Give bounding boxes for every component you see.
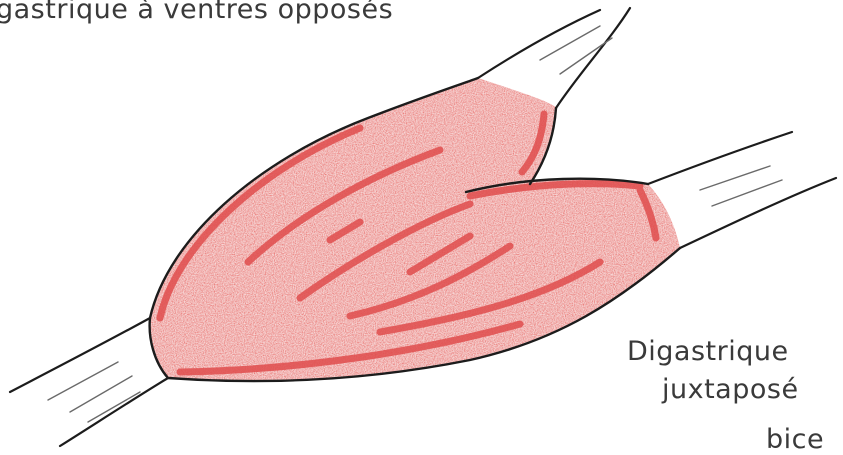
- caption-juxtaposed-line-2: juxtaposé: [662, 376, 799, 403]
- caption-opposed-bellies: gastrique à ventres opposés: [0, 0, 393, 23]
- caption-juxtaposed-line-3: bice: [766, 426, 824, 453]
- caption-juxtaposed-line-1: Digastrique: [627, 338, 789, 365]
